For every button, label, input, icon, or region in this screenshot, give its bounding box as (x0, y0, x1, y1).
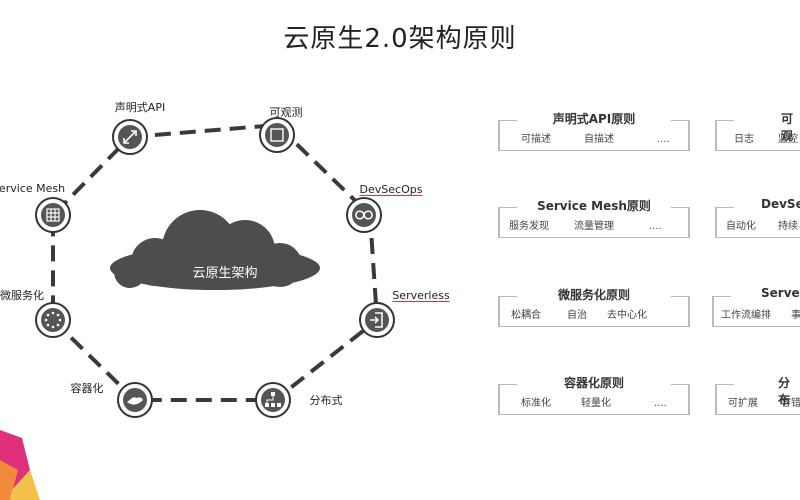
node-label-devsecops: DevSecOps (359, 183, 423, 196)
card-item: 事 (791, 310, 800, 321)
node-label-service-mesh: ervice Mesh (0, 182, 66, 195)
node-containerized (117, 382, 153, 418)
page-title: 云原生2.0架构原则 (283, 24, 517, 54)
card-item: 自描述 (584, 134, 614, 145)
node-microservices (35, 302, 71, 338)
card-title: Service Mesh原则 (537, 199, 651, 213)
card-declarative-api: 声明式API原则 可描述 自描述 .... (498, 112, 690, 151)
node-declarative-api (112, 119, 148, 155)
node-observable (259, 117, 295, 153)
hierarchy-icon (265, 392, 281, 407)
card-item: .... (657, 134, 670, 145)
node-label-microservices: 微服务化 (0, 289, 44, 302)
dots-circle-icon (44, 311, 62, 329)
infinity-icon (355, 210, 373, 220)
card-title: 声明式API原则 (552, 112, 636, 126)
card-item: 持续 (778, 221, 798, 232)
login-icon (370, 312, 383, 328)
whale-icon (127, 397, 143, 405)
card-service-mesh: Service Mesh原则 服务发现 流量管理 .... (498, 199, 690, 238)
card-item: .... (654, 398, 667, 409)
node-distributed (255, 382, 291, 418)
cloud-shape (110, 210, 320, 290)
node-label-observable: 可观测 (269, 106, 303, 119)
card-item: 可扩展 (728, 398, 758, 409)
card-devsecops: DevSe 自动化 持续 (715, 197, 800, 238)
node-service-mesh (35, 197, 71, 233)
card-item: 松耦合 (511, 310, 541, 321)
card-item: 轻量化 (581, 398, 611, 409)
cloud-label: 云原生架构 (192, 266, 258, 281)
card-title: Serve (761, 286, 800, 300)
decorative-corner (0, 430, 40, 500)
card-item: 去中心化 (607, 310, 647, 321)
node-devsecops (346, 197, 382, 233)
node-serverless (359, 302, 395, 338)
arrows-icon (123, 130, 137, 144)
node-label-declarative-api: 声明式API (114, 101, 166, 114)
card-distributed: 分布 可扩展 容错 (715, 376, 800, 415)
node-label-distributed: 分布式 (309, 394, 343, 407)
card-serverless: Serve 工作流编排 事 (712, 286, 800, 327)
card-item: 自治 (567, 310, 587, 321)
image-doc-icon (270, 128, 284, 142)
card-item: 自动化 (726, 221, 756, 232)
card-microservices: 微服务化原则 松耦合 自治 去中心化 (498, 288, 690, 327)
node-label-serverless: Serverless (392, 289, 450, 302)
node-label-containerized: 容器化 (70, 382, 104, 395)
card-item: .... (649, 221, 662, 232)
card-item: 标准化 (521, 398, 551, 409)
card-item: 服务发现 (509, 221, 549, 232)
card-item: 日志 (734, 134, 754, 145)
card-item: 可描述 (521, 134, 551, 145)
card-title: 微服务化原则 (557, 288, 630, 302)
card-title: 容器化原则 (563, 376, 624, 390)
card-observable: 可观 日志 监控 (715, 112, 800, 151)
card-item: 监控 (778, 134, 798, 145)
card-title: 可观 (781, 112, 794, 143)
card-title: DevSe (761, 197, 800, 211)
card-containerized: 容器化原则 标准化 轻量化 .... (498, 376, 690, 415)
card-title: 分布 (778, 376, 791, 407)
grid-icon (46, 208, 60, 222)
card-item: 工作流编排 (721, 310, 771, 321)
card-item: 流量管理 (574, 221, 614, 232)
card-item: 容错 (781, 398, 800, 409)
